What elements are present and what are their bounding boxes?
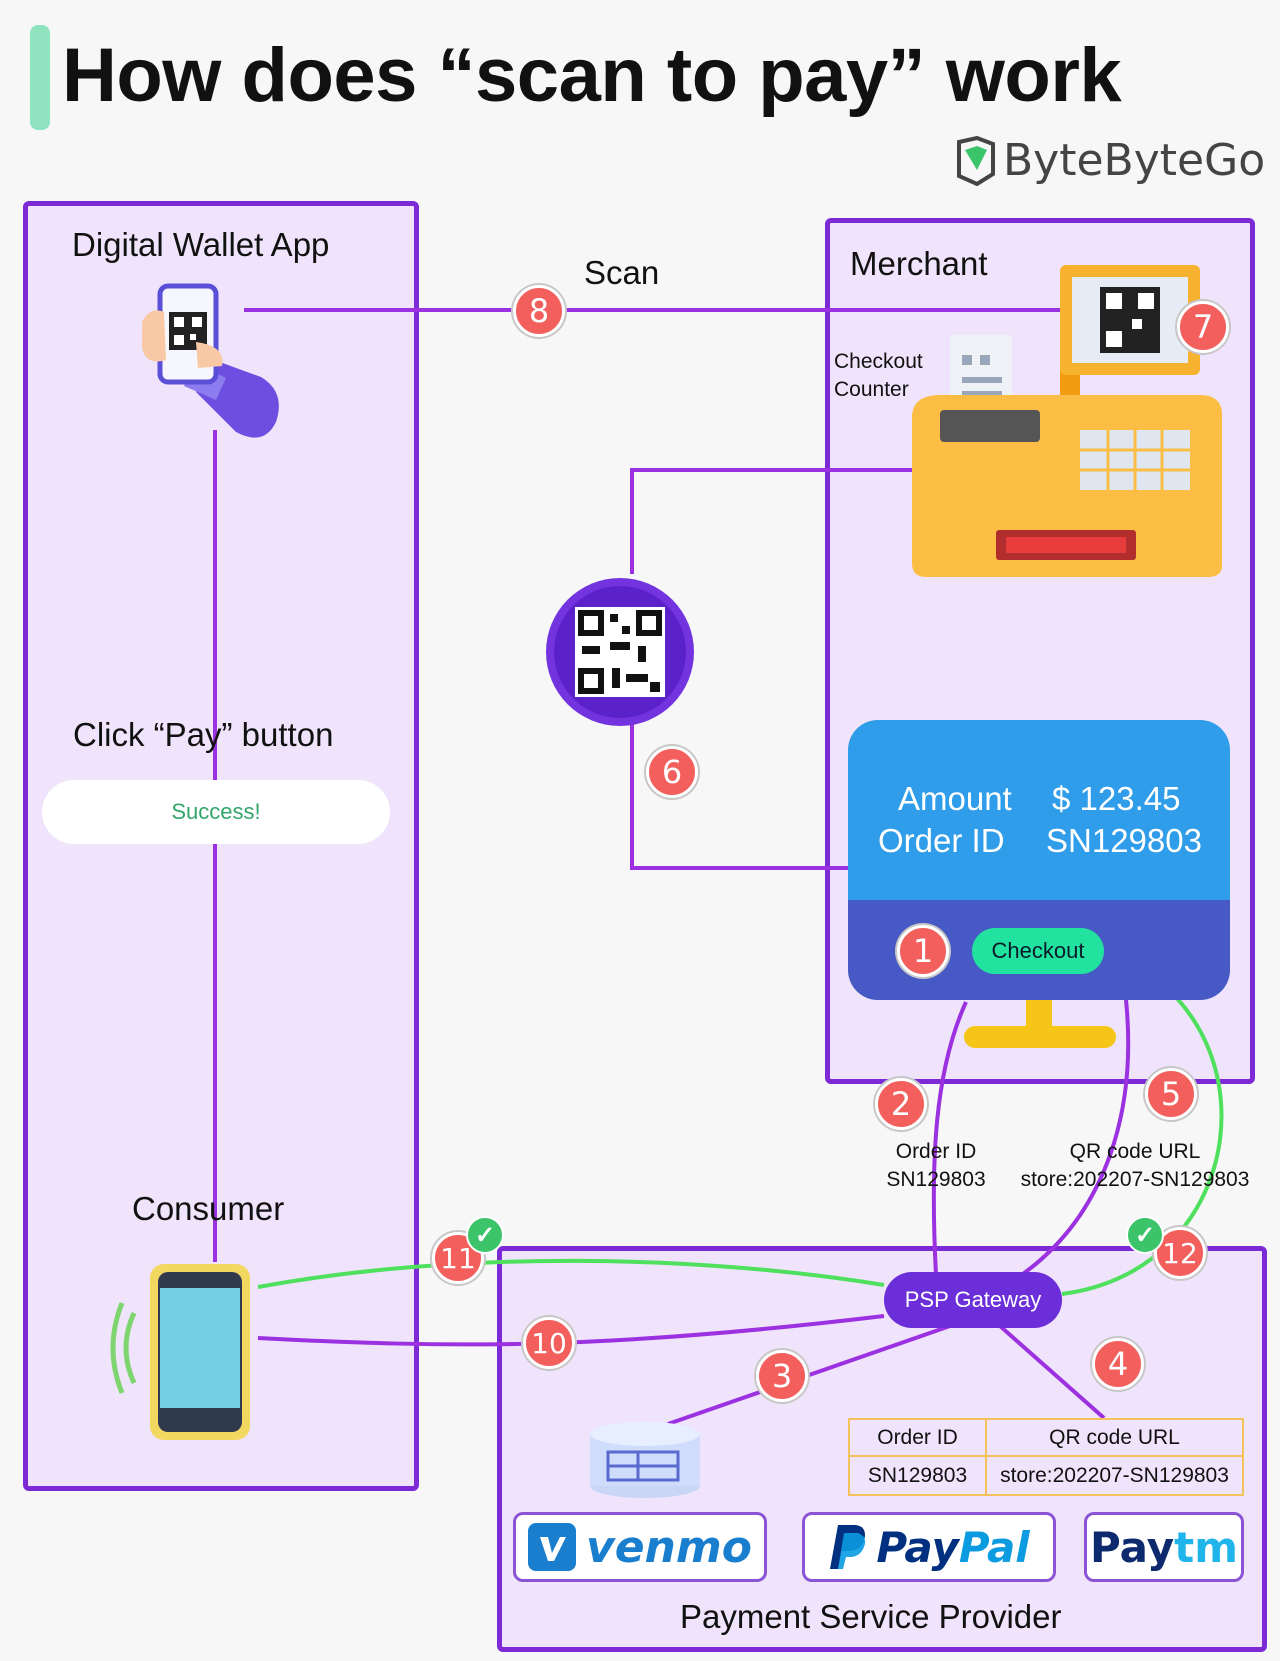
step-badge-4: 4 (1092, 1338, 1144, 1390)
table-cell-qr-url: store:202207-SN129803 (1000, 1463, 1229, 1487)
step-badge-7: 7 (1177, 301, 1229, 353)
step-badge-1: 1 (897, 925, 949, 977)
phone-in-hand-icon (142, 283, 279, 438)
title-accent-bar (30, 25, 50, 130)
consumer-label: Consumer (132, 1190, 285, 1227)
paypal-p-icon (830, 1525, 866, 1569)
paytm-logo: Paytm (1084, 1512, 1244, 1582)
psp-gateway: PSP Gateway (884, 1272, 1062, 1328)
amount-value: $ 123.45 (1052, 780, 1181, 817)
amount-label: Amount (898, 780, 1012, 817)
success-message: Success! (42, 780, 390, 844)
flow-qr-url: QR code URL store:202207-SN129803 (1012, 1138, 1258, 1194)
venmo-logo: venmo (513, 1512, 767, 1582)
table-header-order-id: Order ID (850, 1420, 987, 1457)
table-cell-order-id: SN129803 (850, 1457, 987, 1494)
qr-code-icon (546, 578, 694, 726)
checkout-screen (848, 720, 1230, 902)
monitor-stand-icon (964, 1000, 1116, 1048)
consumer-phone-icon (110, 1264, 250, 1440)
paypal-logo: PayPal (802, 1512, 1056, 1582)
order-id-value: SN129803 (1046, 822, 1202, 859)
flow-order-id-value: SN129803 (886, 1168, 986, 1191)
digital-wallet-title: Digital Wallet App (72, 226, 330, 263)
step-badge-12: 12 (1154, 1227, 1206, 1279)
page-title: How does “scan to pay” work (62, 33, 1122, 118)
flow-qr-url-label: QR code URL (1069, 1140, 1201, 1163)
flow-qr-url-value: store:202207-SN129803 (1020, 1168, 1250, 1191)
checkout-button[interactable]: Checkout (972, 928, 1104, 974)
psp-title: Payment Service Provider (680, 1598, 1062, 1635)
counter-line-1: Checkout (834, 350, 923, 373)
step-badge-6: 6 (646, 746, 698, 798)
step-badge-3: 3 (756, 1350, 808, 1402)
click-pay-label: Click “Pay” button (73, 716, 334, 753)
cash-register-icon (912, 265, 1222, 577)
psp-record-table: Order ID QR code URL SN129803 store:2022… (848, 1418, 1244, 1496)
counter-line-2: Counter (834, 378, 909, 401)
paypal-wordmark: PayPal (876, 1522, 1030, 1572)
step-badge-2: 2 (875, 1078, 927, 1130)
success-check-icon-11: ✓ (466, 1216, 504, 1254)
brand: ByteByteGo (955, 135, 1265, 186)
bytebytego-logo-icon (957, 135, 995, 186)
flow-order-id-label: Order ID (895, 1140, 977, 1163)
brand-name: ByteByteGo (1003, 135, 1266, 186)
checkout-counter-label: Checkout Counter (834, 348, 923, 404)
table-header-qr-url: QR code URL (987, 1420, 1242, 1457)
scan-label: Scan (584, 254, 660, 291)
merchant-title: Merchant (850, 245, 988, 282)
database-icon (590, 1422, 700, 1498)
success-check-icon-12: ✓ (1126, 1216, 1164, 1254)
venmo-v-icon (528, 1523, 577, 1571)
venmo-wordmark: venmo (586, 1521, 752, 1573)
step-badge-5: 5 (1145, 1068, 1197, 1120)
flow-order-id: Order ID SN129803 (886, 1138, 986, 1194)
step-badge-10: 10 (523, 1317, 575, 1369)
order-id-label: Order ID (878, 822, 1005, 859)
paytm-wordmark: Paytm (1090, 1522, 1238, 1572)
step-badge-8: 8 (513, 285, 565, 337)
